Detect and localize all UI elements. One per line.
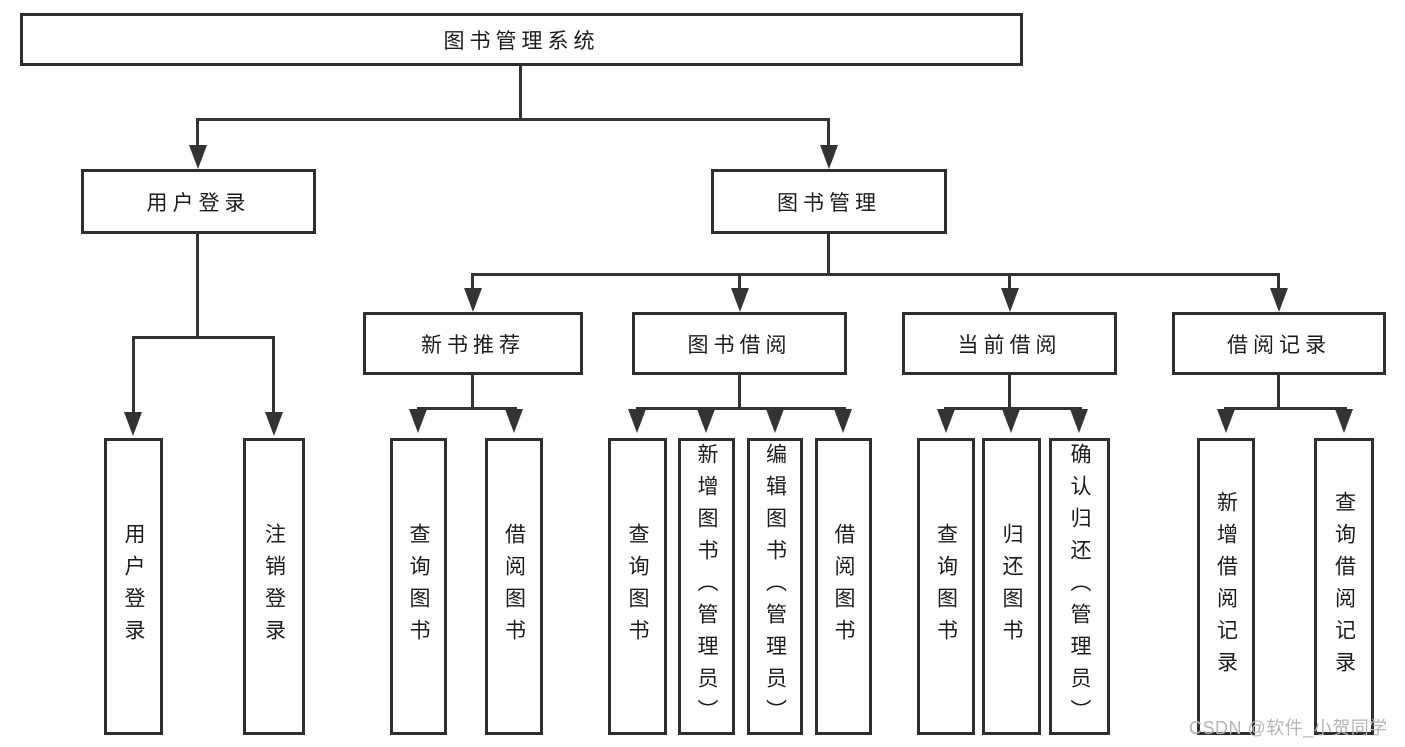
leaf-query-books-borrowing: 查询图书 [608,438,667,735]
leaf-query-borrow-record: 查询借阅记录 [1314,438,1374,735]
leaf-query-books-current: 查询图书 [917,438,975,735]
arrowhead-down-icon [1002,409,1020,433]
arrowhead-down-icon [731,288,749,312]
node-book-management: 图书管理 [711,169,947,234]
leaf-add-books-admin: 新增图书（管理员） [678,438,735,735]
arrowhead-down-icon [189,145,207,169]
connector-leaf-branch [1224,407,1347,410]
leaf-label: 借阅图书 [832,522,855,651]
connector-drop-user-login [196,118,199,148]
node-label: 图书管理 [777,191,881,215]
leaf-label: 查询借阅记录 [1332,490,1356,683]
connector-user-login-stem [196,234,199,336]
leaf-borrow-books-recommend: 借阅图书 [485,438,543,735]
connector-stem [1008,375,1011,407]
node-new-book-recommend: 新书推荐 [363,312,583,375]
node-root-system: 图书管理系统 [20,13,1023,66]
leaf-label: 新增图书（管理员） [695,442,718,731]
leaf-edit-books-admin: 编辑图书（管理员） [747,438,803,735]
connector-stem [738,375,741,407]
connector-root-stem [519,66,522,118]
arrowhead-down-icon [937,409,955,433]
node-label: 图书管理系统 [443,29,600,53]
node-label: 借阅记录 [1227,333,1331,357]
arrowhead-down-icon [628,409,646,433]
connector-stem [1277,375,1280,407]
connector-drop-level3 [738,273,741,291]
leaf-label: 编辑图书（管理员） [763,442,787,731]
node-label: 用户登录 [146,191,251,215]
arrowhead-down-icon [505,409,523,433]
leaf-return-books: 归还图书 [982,438,1041,735]
leaf-label: 查询图书 [407,522,430,651]
connector-leaf-branch [417,407,517,410]
leaf-label: 归还图书 [1000,522,1023,651]
arrowhead-down-icon [1070,409,1088,433]
arrowhead-down-icon [409,409,427,433]
leaf-borrow-books-borrowing: 借阅图书 [815,438,872,735]
leaf-label: 查询图书 [626,522,649,651]
arrowhead-down-icon [1217,409,1235,433]
node-borrowing-records: 借阅记录 [1172,312,1386,375]
arrowhead-down-icon [265,412,283,436]
node-label: 当前借阅 [957,333,1062,357]
leaf-confirm-return-admin: 确认归还（管理员） [1049,438,1110,735]
node-current-borrowing: 当前借阅 [902,312,1117,375]
connector-drop-book-management [827,118,830,148]
arrowhead-down-icon [697,409,715,433]
node-user-login: 用户登录 [81,169,316,234]
connector-drop-leaf [132,336,135,414]
leaf-label: 确认归还（管理员） [1068,442,1091,731]
node-book-borrowing: 图书借阅 [632,312,847,375]
leaf-label: 借阅图书 [502,522,526,651]
arrowhead-down-icon [766,409,784,433]
connector-drop-level3 [471,273,474,291]
node-label: 新书推荐 [421,333,525,357]
connector-drop-leaf [272,336,275,414]
arrowhead-down-icon [1001,288,1019,312]
connector-root-branch [196,118,830,121]
leaf-label: 新增借阅记录 [1214,490,1238,683]
connector-book-management-branch [471,273,1280,276]
arrowhead-down-icon [464,288,482,312]
leaf-label: 查询图书 [934,522,958,651]
leaf-user-login: 用户登录 [104,438,163,735]
arrowhead-down-icon [820,145,838,169]
leaf-label: 注销登录 [262,522,286,651]
leaf-label: 用户登录 [122,522,145,651]
connector-stem [471,375,474,407]
leaf-add-borrow-record: 新增借阅记录 [1197,438,1255,735]
leaf-logout-login: 注销登录 [243,438,305,735]
connector-book-management-stem [827,234,830,273]
arrowhead-down-icon [124,412,142,436]
node-label: 图书借阅 [687,333,792,357]
leaf-query-books-recommend: 查询图书 [390,438,447,735]
connector-leaf-branch [944,407,1082,410]
connector-drop-level3 [1008,273,1011,291]
arrowhead-down-icon [1335,409,1353,433]
arrowhead-down-icon [834,409,852,433]
connector-drop-level3 [1277,273,1280,291]
connector-leaf-branch [636,407,846,410]
connector-user-login-branch [132,336,275,339]
csdn-watermark: CSDN @软件_小贺同学 [1189,718,1388,738]
arrowhead-down-icon [1270,288,1288,312]
